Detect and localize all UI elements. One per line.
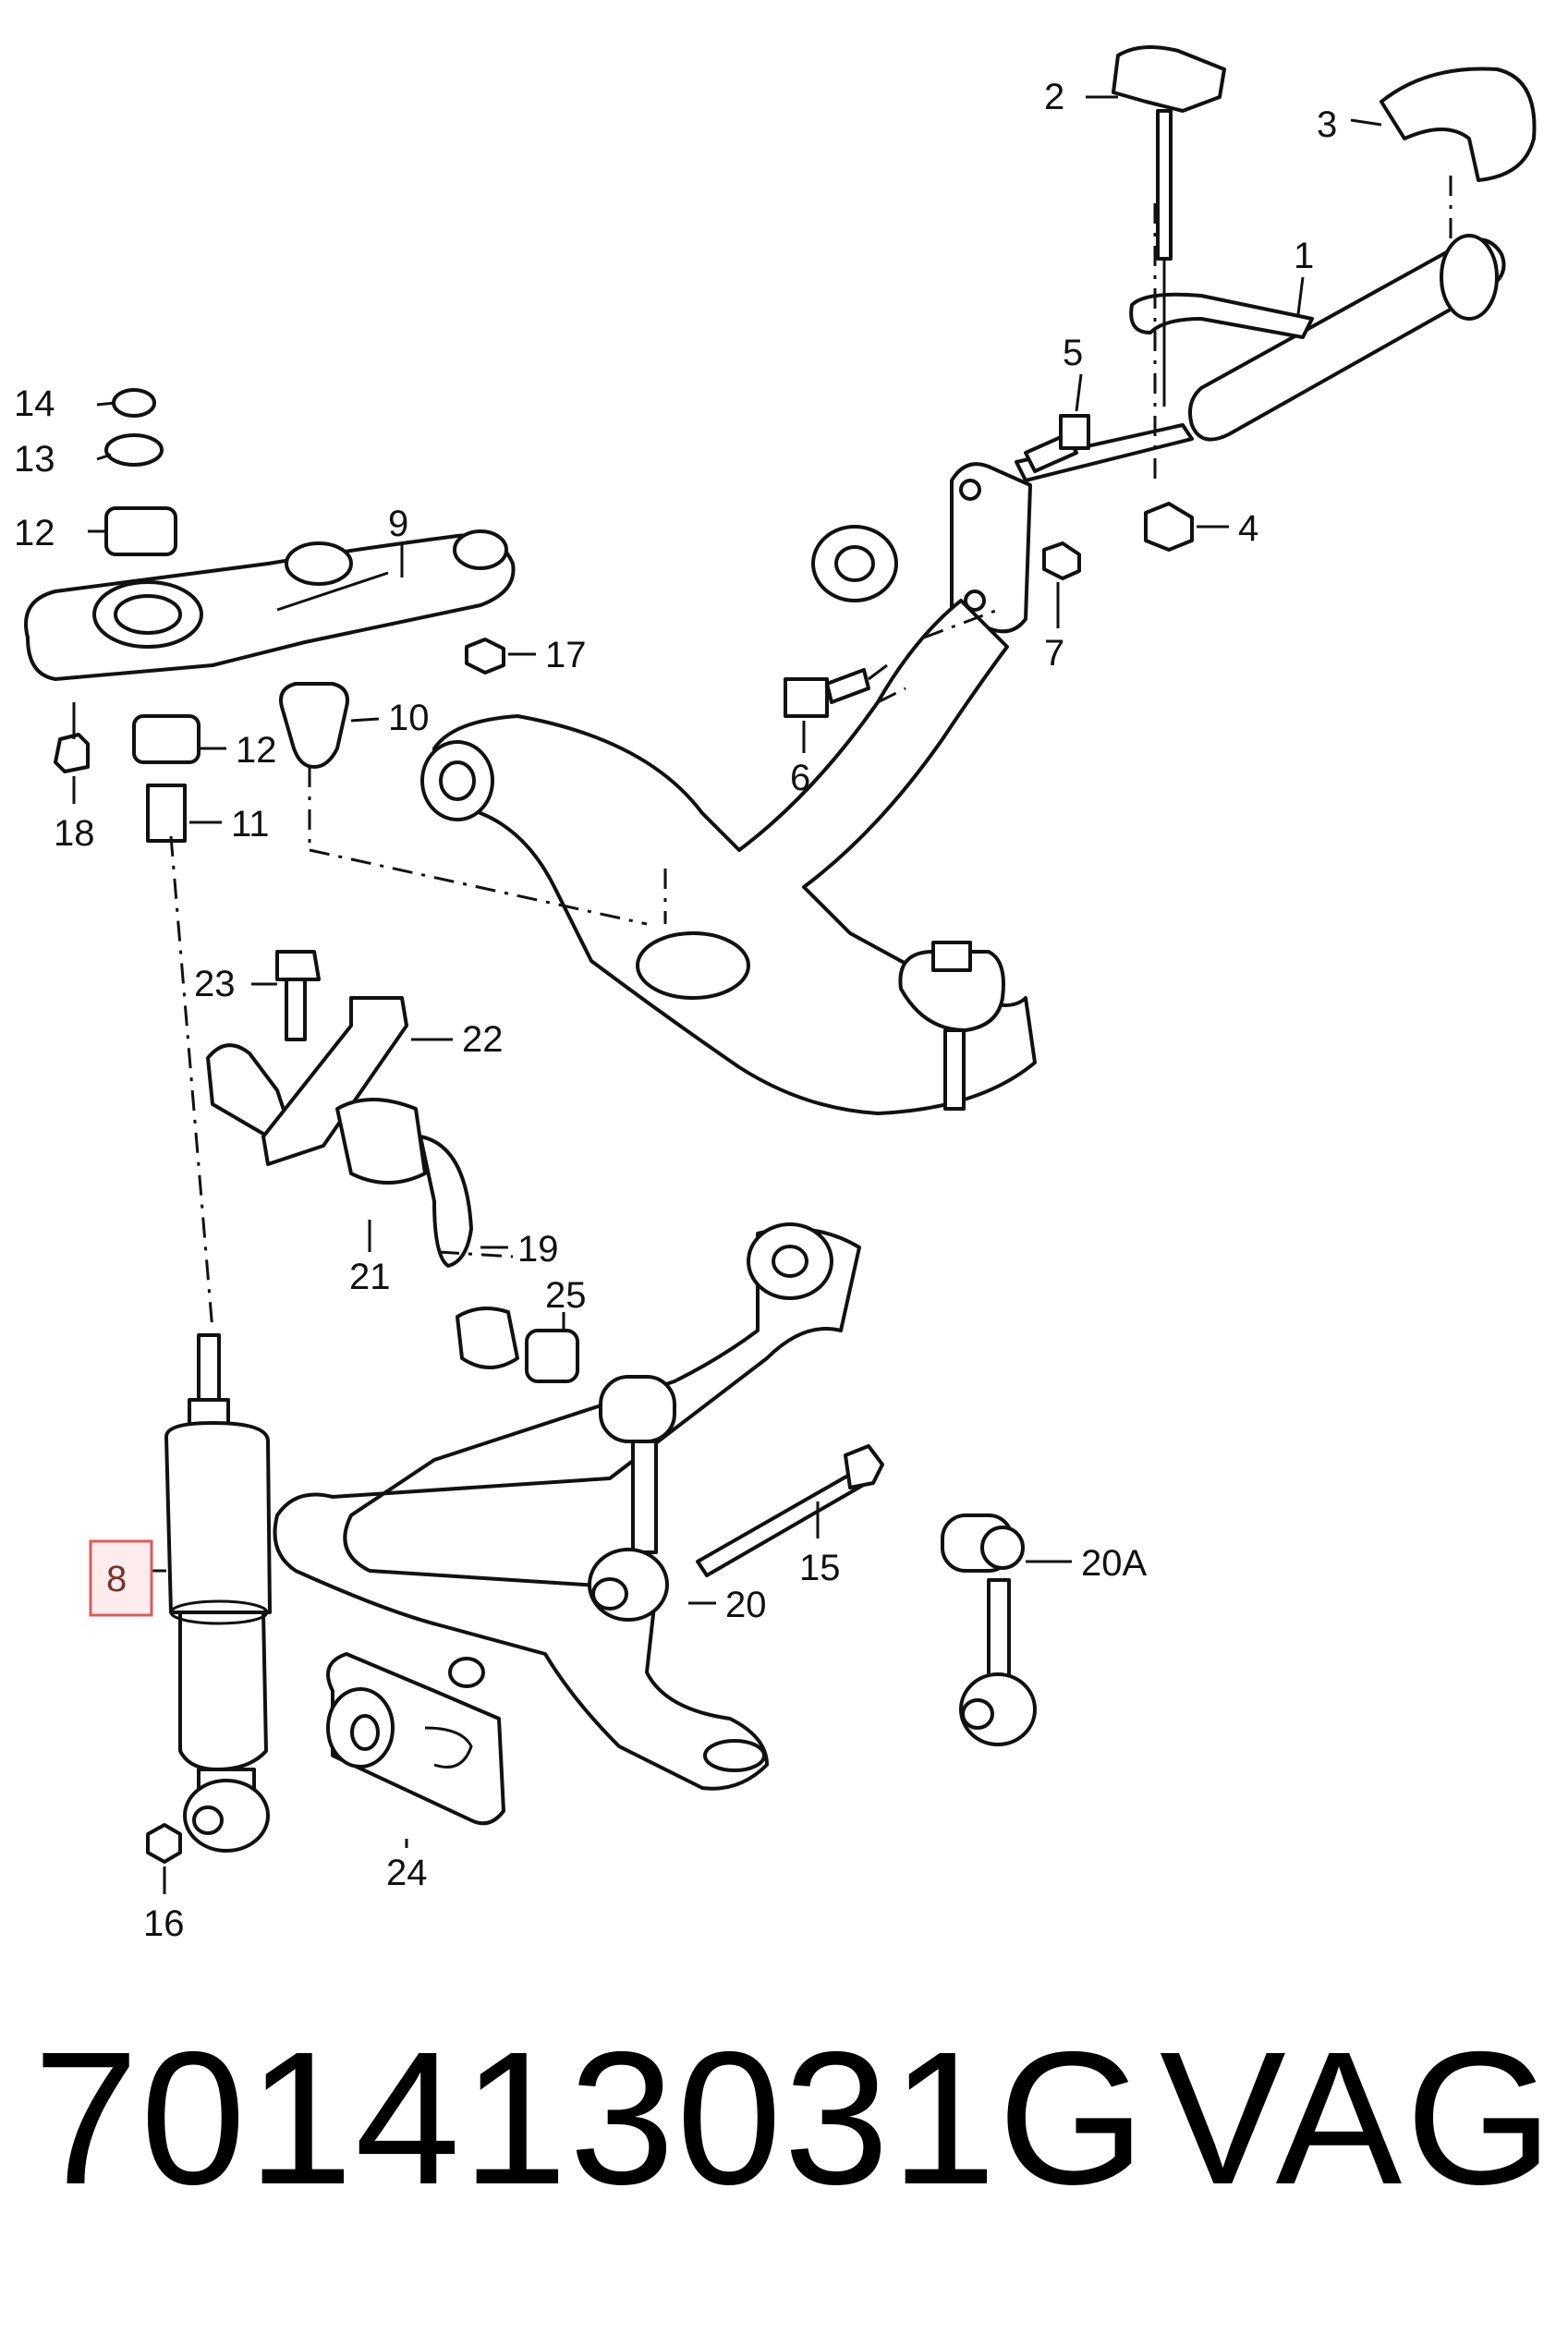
callout-12-top: 12 bbox=[14, 513, 55, 553]
upper-wishbone bbox=[24, 525, 1037, 1115]
part-number: 701413031G bbox=[33, 2012, 1148, 2224]
callout-23: 23 bbox=[194, 964, 236, 1004]
brand-name: VAG bbox=[1160, 2012, 1557, 2224]
callout-4: 4 bbox=[1238, 508, 1258, 549]
callout-20A: 20A bbox=[1081, 1543, 1147, 1584]
callout-17: 17 bbox=[545, 635, 587, 675]
callout-10: 10 bbox=[388, 698, 430, 738]
callout-8: 8 bbox=[106, 1559, 127, 1599]
callout-7: 7 bbox=[1044, 633, 1064, 674]
callout-2: 2 bbox=[1044, 77, 1064, 117]
callout-11: 11 bbox=[231, 804, 270, 845]
callout-21: 21 bbox=[349, 1257, 391, 1297]
callout-13: 13 bbox=[14, 439, 55, 480]
callout-9: 9 bbox=[388, 504, 408, 544]
callout-24: 24 bbox=[386, 1853, 428, 1893]
callout-22: 22 bbox=[462, 1019, 504, 1060]
callout-3: 3 bbox=[1317, 104, 1337, 145]
shock-absorber bbox=[146, 1333, 272, 1864]
callout-12-bottom: 12 bbox=[236, 730, 277, 771]
callout-25: 25 bbox=[545, 1275, 587, 1316]
callout-labels: 2 3 1 5 4 7 6 9 10 14 13 12 12 11 17 18 … bbox=[14, 77, 1337, 1944]
leader-lines bbox=[72, 95, 1382, 1894]
callout-6: 6 bbox=[790, 758, 810, 798]
callout-19: 19 bbox=[517, 1229, 559, 1270]
lower-wishbone bbox=[273, 1222, 1037, 1826]
callout-5: 5 bbox=[1063, 333, 1083, 373]
stabilizer-bar-assembly bbox=[784, 45, 1537, 718]
callout-20: 20 bbox=[725, 1585, 767, 1625]
highlight-box bbox=[89, 1539, 153, 1617]
callout-15: 15 bbox=[799, 1548, 841, 1588]
callout-1: 1 bbox=[1294, 236, 1314, 276]
anti-roll-bar-mount bbox=[206, 950, 579, 1383]
callout-18: 18 bbox=[54, 813, 95, 854]
callout-16: 16 bbox=[143, 1903, 185, 1944]
callout-14: 14 bbox=[14, 383, 55, 424]
highlighted-callout-8: 8 bbox=[89, 1539, 153, 1617]
assembly-centerlines bbox=[169, 176, 1453, 1331]
